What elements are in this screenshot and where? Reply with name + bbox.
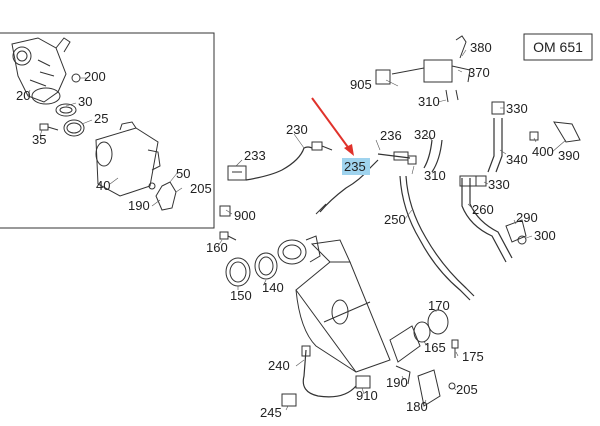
callout-310-lower: 310 xyxy=(424,168,446,183)
bracket-50 xyxy=(155,181,177,211)
bolt-160 xyxy=(219,231,237,241)
highlight-box-235 xyxy=(342,158,370,175)
callout-330-lower: 330 xyxy=(488,177,510,192)
callout-165: 165 xyxy=(424,340,446,355)
callout-233: 233 xyxy=(244,148,266,163)
bolt-205b xyxy=(448,382,456,390)
bracket-190b xyxy=(395,365,411,385)
sensor-236 xyxy=(377,151,411,161)
turbo-outlet-flange xyxy=(277,235,321,265)
connector-910 xyxy=(355,375,371,389)
callout-400: 400 xyxy=(532,144,554,159)
callout-905: 905 xyxy=(350,77,372,92)
dpf-canister xyxy=(295,239,421,373)
sensor-310-main xyxy=(407,155,417,165)
callout-30: 30 xyxy=(78,94,92,109)
pressure-sensor-370 xyxy=(391,59,471,83)
bolt-175 xyxy=(451,339,459,358)
hose-320 xyxy=(423,139,443,173)
bolt-35 xyxy=(39,123,59,131)
callout-235: 235 xyxy=(344,159,366,174)
callout-175: 175 xyxy=(462,349,484,364)
callout-245: 245 xyxy=(260,405,282,420)
callout-50: 50 xyxy=(176,166,190,181)
callout-300: 300 xyxy=(534,228,556,243)
temperature-sensor-230 xyxy=(245,141,333,181)
callout-340: 340 xyxy=(506,152,528,167)
temperature-sensor-240 xyxy=(301,345,357,398)
cap-200 xyxy=(71,73,81,83)
callout-236: 236 xyxy=(380,128,402,143)
callout-200: 200 xyxy=(84,69,106,84)
callout-390: 390 xyxy=(558,148,580,163)
bolt-400 xyxy=(529,131,539,141)
inset-frame xyxy=(0,32,215,229)
callout-900: 900 xyxy=(234,208,256,223)
callout-320: 320 xyxy=(414,127,436,142)
callout-260: 260 xyxy=(472,202,494,217)
clamp-150 xyxy=(225,257,251,287)
callout-230: 230 xyxy=(286,122,308,137)
pipe-250 xyxy=(399,175,475,301)
bolt-380 xyxy=(455,35,467,59)
clamp-25 xyxy=(63,119,85,137)
holder-245 xyxy=(281,393,297,407)
bolt-300 xyxy=(517,235,527,245)
hose-340 xyxy=(487,118,503,173)
holder-900 xyxy=(219,205,231,217)
engine-code: OM 651 xyxy=(533,39,583,55)
callout-25: 25 xyxy=(94,111,108,126)
callout-190b: 190 xyxy=(386,375,408,390)
callout-150: 150 xyxy=(230,288,252,303)
connector-905 xyxy=(375,69,391,85)
callout-180: 180 xyxy=(406,399,428,414)
catalyst-40 xyxy=(95,121,161,197)
callout-170: 170 xyxy=(428,298,450,313)
clip-330-lower xyxy=(475,175,487,187)
gasket-30 xyxy=(55,103,77,117)
gasket-140 xyxy=(254,252,278,280)
bracket-180 xyxy=(417,369,441,407)
callout-370: 370 xyxy=(468,65,490,80)
bolt-205a xyxy=(148,182,156,190)
bracket-290 xyxy=(505,219,527,243)
gasket-165 xyxy=(413,321,431,343)
callout-310-upper: 310 xyxy=(418,94,440,109)
callout-290: 290 xyxy=(516,210,538,225)
callout-20: 20 xyxy=(16,88,30,103)
engine-code-box xyxy=(523,33,593,61)
callout-40: 40 xyxy=(96,178,110,193)
callout-160: 160 xyxy=(206,240,228,255)
connector-233 xyxy=(227,165,247,181)
bracket-390 xyxy=(553,121,581,143)
callout-205b: 205 xyxy=(456,382,478,397)
callout-240: 240 xyxy=(268,358,290,373)
callout-140: 140 xyxy=(262,280,284,295)
tube-310-top xyxy=(445,89,459,103)
red-pointer-arrow xyxy=(311,97,354,156)
callout-205a: 205 xyxy=(190,181,212,196)
callout-250: 250 xyxy=(384,212,406,227)
callout-330-upper: 330 xyxy=(506,101,528,116)
turbocharger-assembly xyxy=(11,37,71,105)
callout-35: 35 xyxy=(32,132,46,147)
callout-190a: 190 xyxy=(128,198,150,213)
callout-910: 910 xyxy=(356,388,378,403)
callout-380: 380 xyxy=(470,40,492,55)
clamp-170 xyxy=(427,309,449,335)
